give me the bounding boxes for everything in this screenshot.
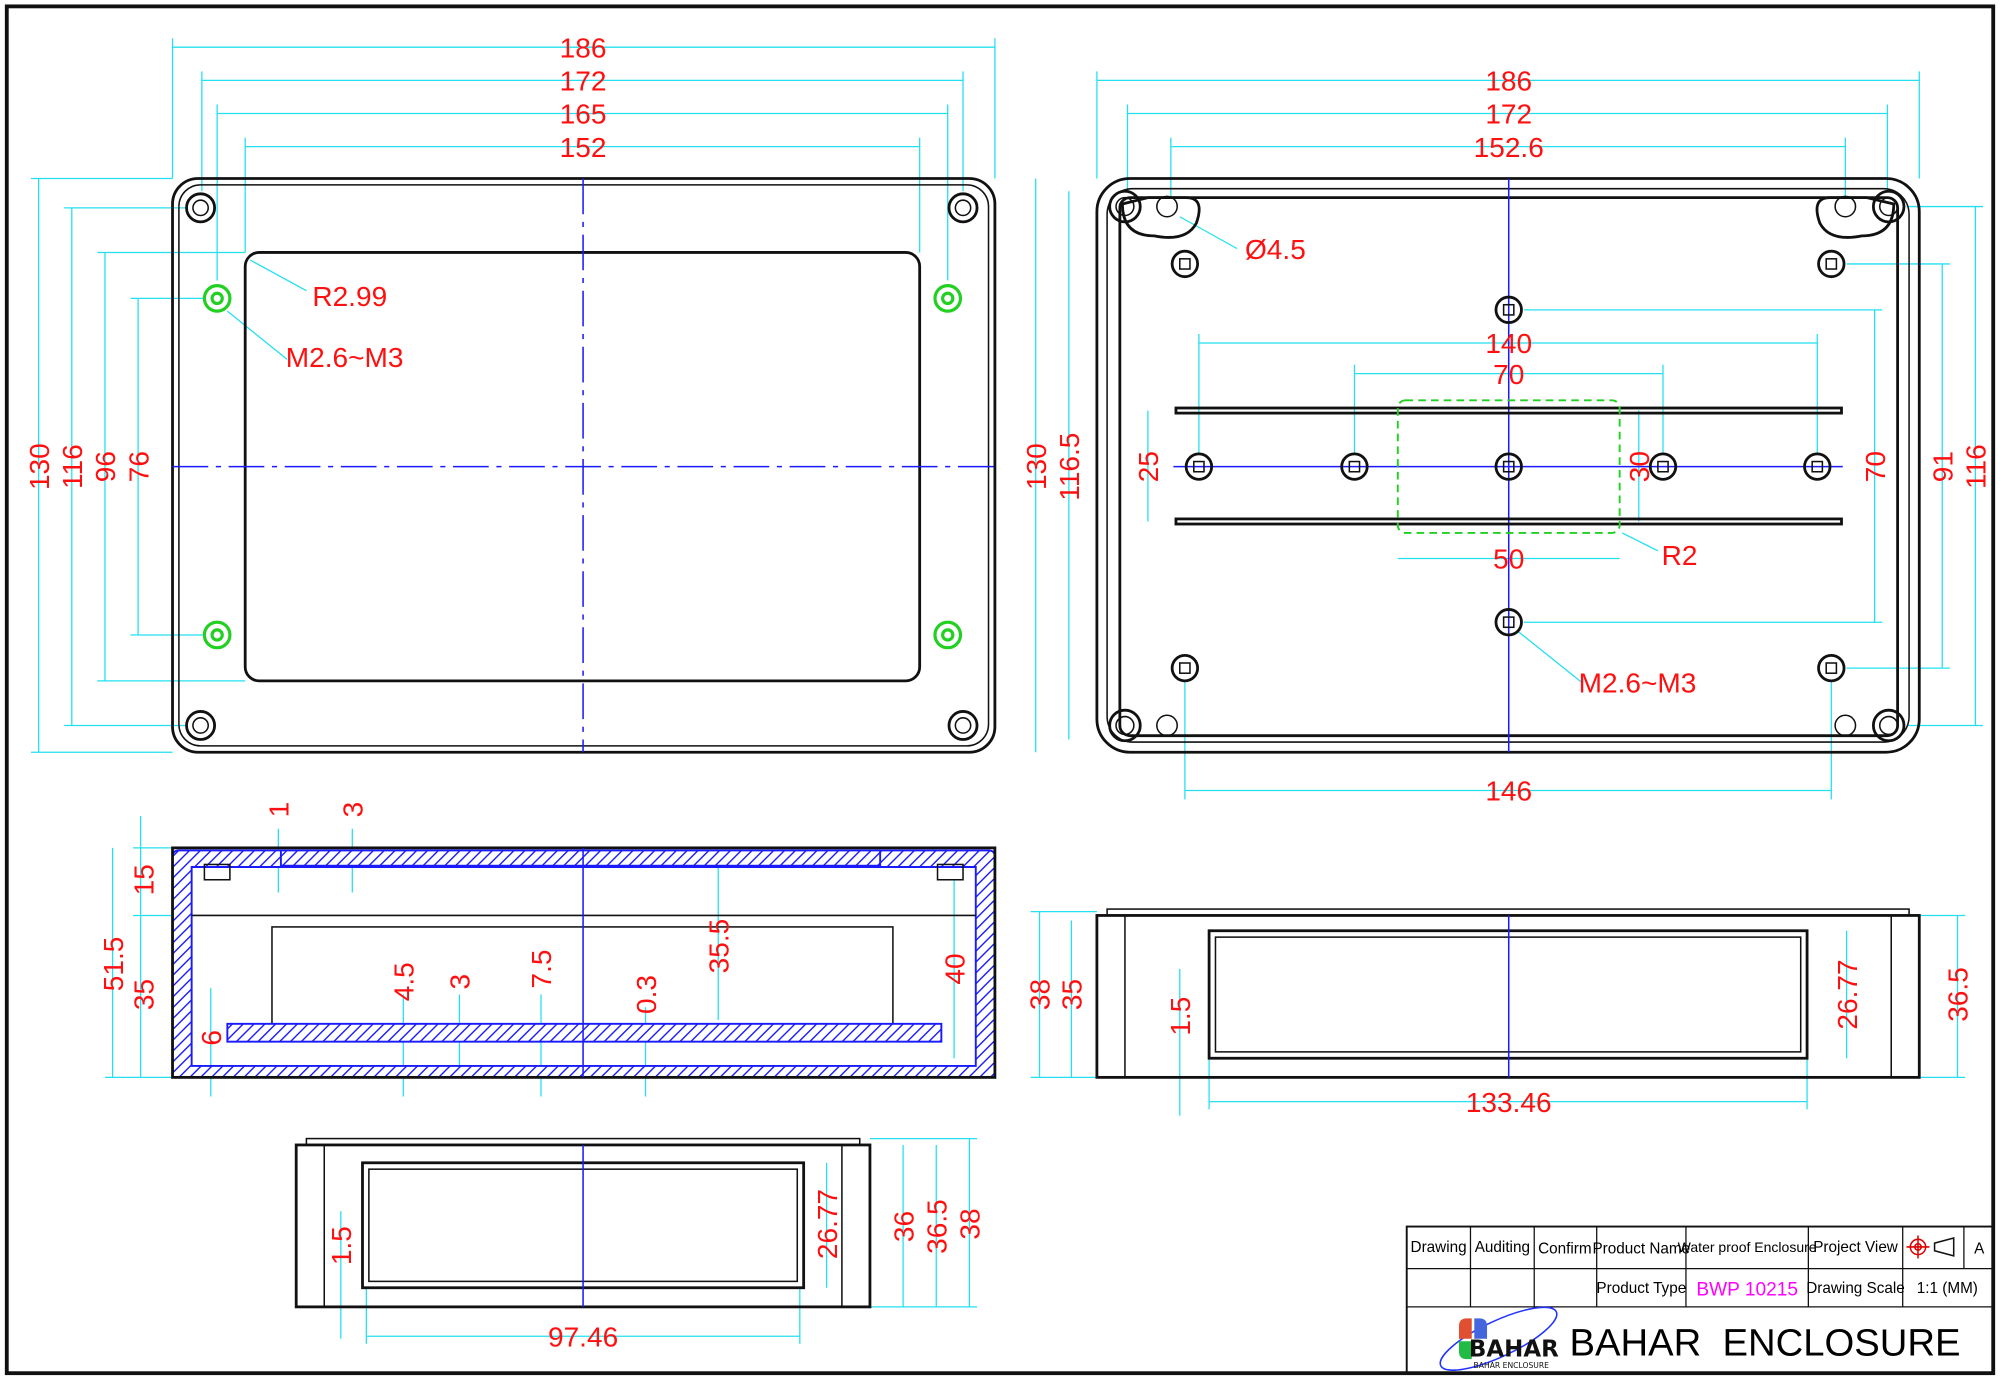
dim-70: 70 (1493, 359, 1524, 390)
company-name: BAHAR ENCLOSURE (1569, 1321, 1960, 1364)
drawing-label: Drawing (1411, 1239, 1467, 1256)
dim-40: 40 (939, 953, 970, 984)
dim-1-5: 1.5 (326, 1226, 357, 1265)
screw-boss-icon (202, 284, 963, 650)
dim-26-77: 26.77 (812, 1189, 843, 1259)
dim-172: 172 (560, 66, 607, 97)
dim-50: 50 (1493, 544, 1524, 575)
dim-38: 38 (955, 1208, 986, 1239)
product-name: Water proof Enclosure (1678, 1239, 1817, 1255)
dim-36-5: 36.5 (921, 1199, 952, 1254)
dim-97-46: 97.46 (548, 1321, 618, 1352)
dim-6: 6 (196, 1030, 227, 1046)
dim-116: 116 (1961, 444, 1992, 489)
note-thread: M2.6~M3 (286, 342, 404, 373)
note-radius: R2.99 (312, 281, 387, 312)
dim-1: 1 (264, 802, 295, 818)
note-thread: M2.6~M3 (1579, 667, 1697, 698)
dim-7-5: 7.5 (526, 950, 557, 989)
auditing-label: Auditing (1475, 1239, 1530, 1256)
svg-text:BAHAR: BAHAR (1469, 1337, 1559, 1363)
dim-140: 140 (1485, 328, 1532, 359)
base-top-view: 186 172 152.6 140 70 50 146 130 116.5 25… (1021, 66, 1992, 807)
dim-91: 91 (1927, 451, 1958, 482)
dim-130: 130 (1021, 443, 1052, 490)
svg-text:BAHAR ENCLOSURE: BAHAR ENCLOSURE (1474, 1361, 1550, 1370)
title-block: Drawing Auditing Confirm Product Name Wa… (1405, 1225, 1995, 1375)
dim-51-5: 51.5 (98, 937, 129, 992)
dim-70-v: 70 (1860, 451, 1891, 482)
dim-152: 152 (560, 132, 607, 163)
dim-4-5: 4.5 (389, 962, 420, 1001)
dim-165: 165 (560, 99, 607, 130)
drawing-scale-label: Drawing Scale (1806, 1280, 1905, 1297)
dim-35-5: 35.5 (703, 919, 734, 974)
dim-186: 186 (1485, 66, 1532, 97)
product-type-label: Product Type (1596, 1280, 1686, 1297)
note-diameter: Ø4.5 (1245, 234, 1306, 265)
side-view: 38 35 1.5 26.77 36.5 133.46 (1025, 908, 1974, 1118)
screw-hole-icon (1108, 189, 1906, 743)
dim-152-6: 152.6 (1474, 132, 1544, 163)
bahar-logo: BAHAR BAHAR ENCLOSURE (1439, 1306, 1559, 1371)
dim-0-3: 0.3 (631, 975, 662, 1014)
dim-133-46: 133.46 (1466, 1087, 1552, 1118)
section-view: 1 3 15 51.5 35 6 4.5 3 7.5 0.3 35.5 40 (98, 802, 997, 1097)
dim-116-5: 116.5 (1054, 433, 1085, 501)
dim-15: 15 (128, 864, 159, 895)
mounting-hole-icon (185, 192, 979, 741)
dim-116: 116 (57, 444, 88, 489)
dim-38: 38 (1025, 979, 1056, 1010)
lid-top-view: 186 172 165 152 130 116 96 76 R2.99 M2.6… (24, 32, 997, 754)
dim-3: 3 (338, 802, 369, 818)
dim-3-b: 3 (445, 974, 476, 990)
dim-36-5: 36.5 (1943, 967, 1974, 1022)
dim-35: 35 (128, 979, 159, 1010)
projection-symbol-icon (1906, 1235, 1955, 1259)
dim-96: 96 (90, 451, 121, 482)
dim-76: 76 (123, 451, 154, 482)
dim-30: 30 (1624, 451, 1655, 482)
product-name-label: Product Name (1592, 1240, 1690, 1257)
drawing-scale: 1:1 (MM) (1917, 1280, 1978, 1297)
dim-36: 36 (888, 1211, 919, 1242)
note-radius: R2 (1662, 540, 1698, 571)
dim-25: 25 (1133, 451, 1164, 482)
dim-130: 130 (24, 443, 55, 490)
sheet-border (4, 4, 1996, 1376)
end-view: 1.5 26.77 36 36.5 38 97.46 (294, 1137, 986, 1352)
dim-26-77: 26.77 (1832, 959, 1863, 1029)
project-view-label: Project View (1813, 1239, 1899, 1256)
dim-35: 35 (1057, 979, 1088, 1010)
sheet-size: A (1974, 1240, 1985, 1257)
confirm-label: Confirm (1538, 1240, 1592, 1257)
dim-1-5: 1.5 (1165, 997, 1196, 1036)
product-type: BWP 10215 (1696, 1279, 1798, 1300)
dim-width-186: 186 (560, 32, 607, 63)
dim-172: 172 (1485, 99, 1532, 130)
dim-146: 146 (1485, 776, 1532, 807)
